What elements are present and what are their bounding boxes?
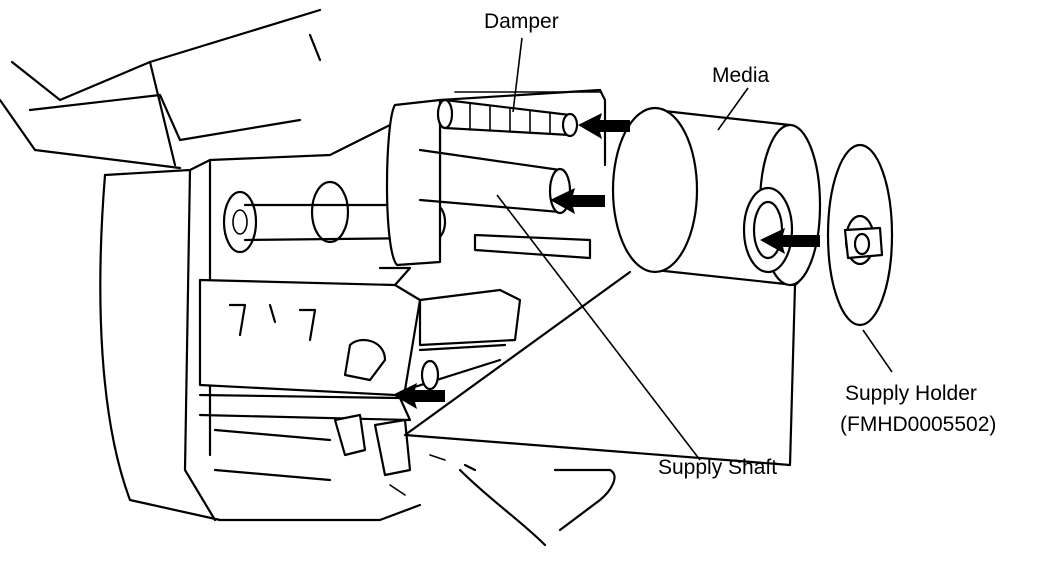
platen-area (198, 393, 412, 496)
supply-holder-insert-arrow (760, 228, 820, 254)
supply-shaft-insert-arrow (550, 188, 605, 214)
printer-top-cover (0, 8, 322, 170)
print-head-block (198, 266, 522, 397)
supply-shaft-label: Supply Shaft (658, 456, 778, 479)
damper-label: Damper (484, 10, 559, 33)
supply-shaft (385, 98, 592, 267)
supply-holder-label: Supply Holder (845, 382, 977, 405)
media-roll (611, 106, 822, 287)
damper-roller (436, 98, 579, 138)
media-label: Media (712, 64, 770, 87)
supply-holder (826, 143, 894, 327)
media-web (403, 270, 797, 467)
damper-insert-arrow (578, 113, 630, 139)
hand-outline (429, 454, 616, 547)
media-insert-arrow (393, 383, 445, 409)
supply-holder-part-number: (FMHD0005502) (840, 413, 997, 436)
label-leaders (496, 37, 893, 461)
